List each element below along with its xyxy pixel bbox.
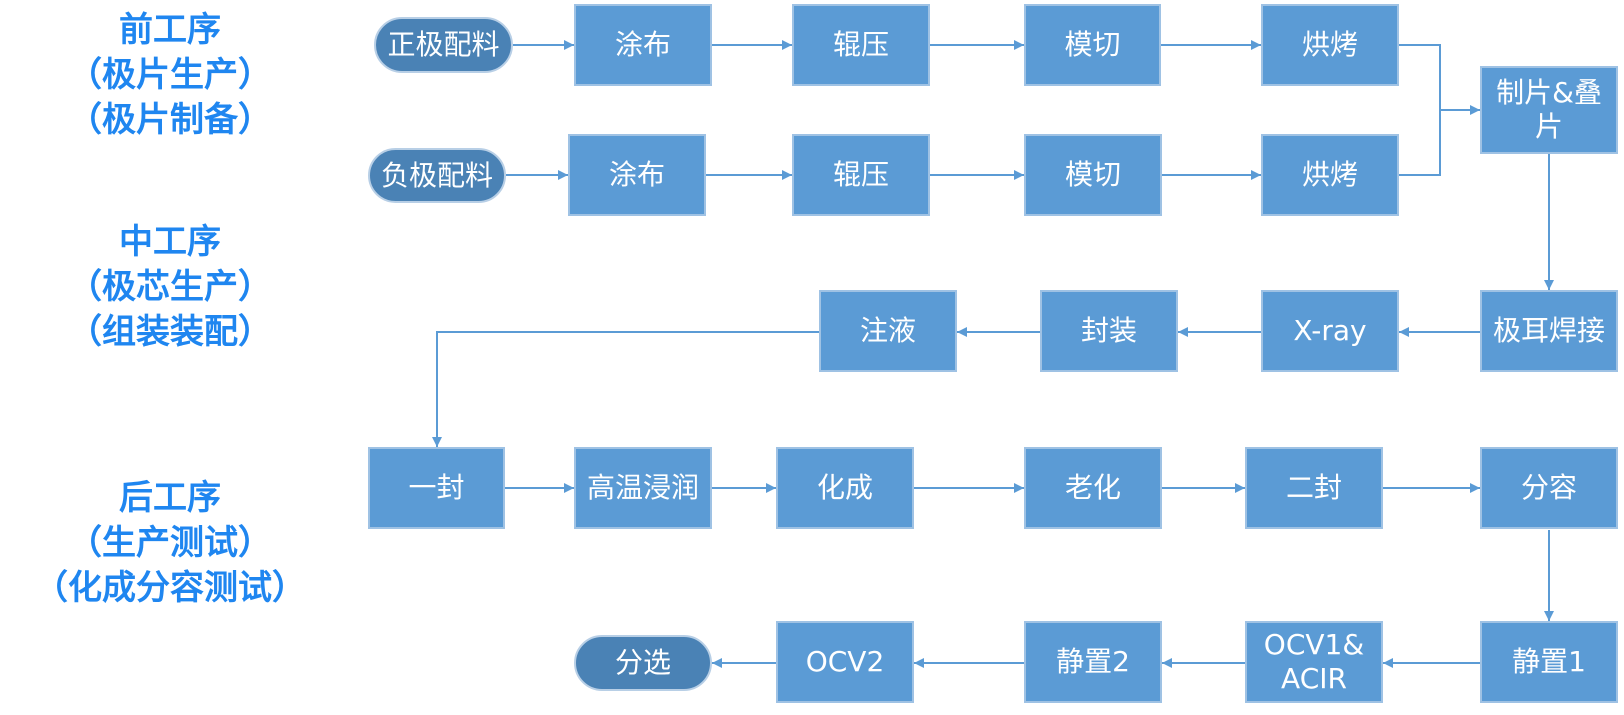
node-inject: 注液 [819, 290, 957, 372]
node-rest-1: 静置1 [1480, 621, 1618, 703]
node-package: 封装 [1040, 290, 1178, 372]
stage-front-title: 前工序 [119, 10, 221, 50]
node-roll-2: 辊压 [792, 134, 930, 216]
arrow-bake-1-to-stack [1399, 44, 1480, 115]
stage-middle: 中工序 （极芯生产） （组装装配） [0, 220, 340, 355]
node-tab-weld: 极耳焊接 [1480, 290, 1618, 372]
node-die-cut-1: 模切 [1024, 4, 1161, 86]
stage-middle-line-2: （组装装配） [68, 312, 272, 352]
node-coat-2: 涂布 [568, 134, 706, 216]
arrow-bake-2-join [1399, 110, 1441, 176]
node-coat-1: 涂布 [574, 4, 712, 86]
stage-front-line-2: （极片制备） [68, 100, 272, 140]
node-ocv2: OCV2 [776, 621, 914, 703]
node-grading: 分容 [1480, 447, 1618, 529]
node-formation: 化成 [776, 447, 914, 529]
node-seal-2: 二封 [1245, 447, 1383, 529]
stage-middle-line-1: （极芯生产） [68, 267, 272, 307]
node-ocv1-acir: OCV1&ACIR [1245, 621, 1383, 703]
arrow-inject-to-seal1 [432, 331, 819, 447]
stage-back-line-2: （化成分容测试） [34, 568, 306, 608]
node-xray: X-ray [1261, 290, 1399, 372]
node-bake-1: 烘烤 [1261, 4, 1399, 86]
stage-front-line-1: （极片生产） [68, 55, 272, 95]
node-anode-mix: 负极配料 [368, 148, 506, 203]
node-bake-2: 烘烤 [1261, 134, 1399, 216]
node-stack: 制片&叠片 [1480, 66, 1618, 154]
node-soak: 高温浸润 [574, 447, 712, 529]
node-cathode-mix: 正极配料 [374, 17, 513, 73]
node-rest-2: 静置2 [1024, 621, 1162, 703]
node-die-cut-2: 模切 [1024, 134, 1162, 216]
node-aging: 老化 [1024, 447, 1162, 529]
node-seal-1: 一封 [368, 447, 505, 529]
stage-front: 前工序 （极片生产） （极片制备） [0, 8, 340, 143]
node-sorting: 分选 [574, 635, 712, 691]
node-roll-1: 辊压 [792, 4, 930, 86]
stage-middle-title: 中工序 [119, 222, 221, 262]
stage-back: 后工序 （生产测试） （化成分容测试） [0, 476, 340, 611]
stage-back-line-1: （生产测试） [68, 523, 272, 563]
stage-back-title: 后工序 [119, 478, 221, 518]
